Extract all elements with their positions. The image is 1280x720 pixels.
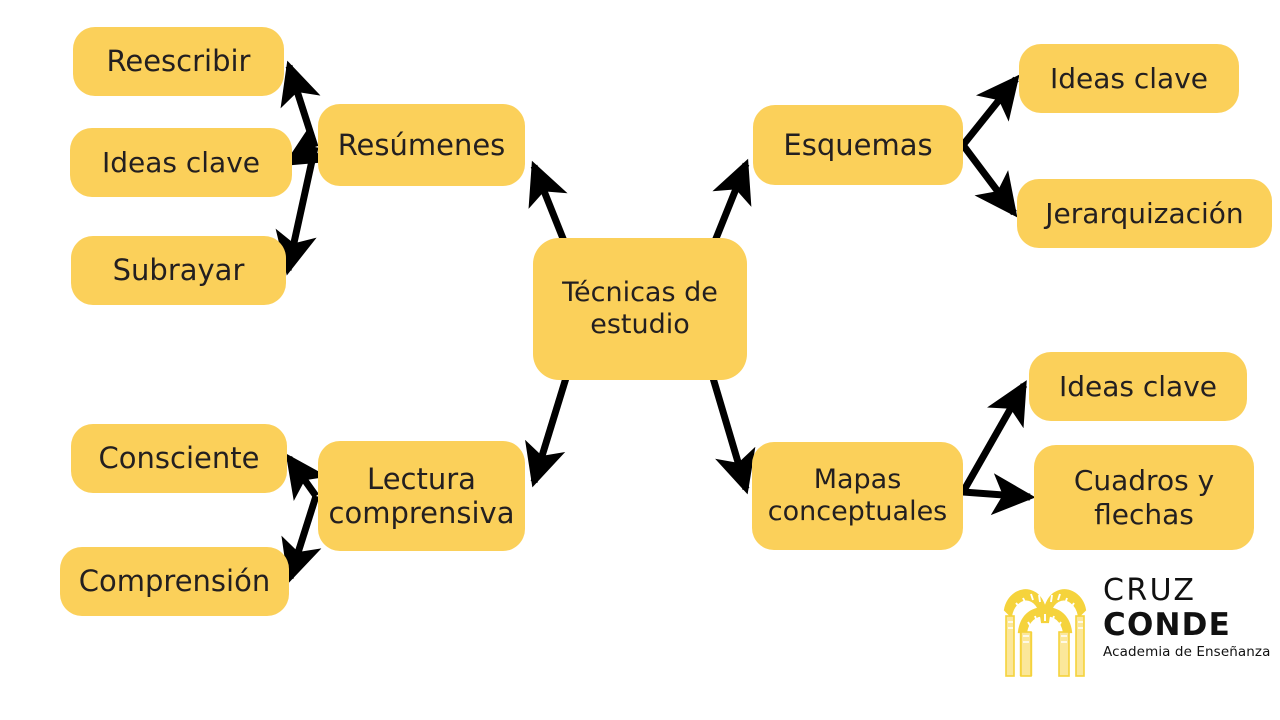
node-center[interactable]: Técnicas de estudio [533,238,747,380]
edge-resumenes-reescribir [280,60,321,149]
edge-center-lectura [525,376,570,488]
node-resumenes[interactable]: Resúmenes [318,104,525,186]
node-subrayar[interactable]: Subrayar [71,236,286,305]
edge-resumenes-subrayar [275,146,319,276]
logo-wordmark: CRUZ CONDE Academia de Enseñanza [1103,573,1271,682]
node-mapas-conceptuales[interactable]: Mapas conceptuales [752,442,963,550]
node-consciente[interactable]: Consciente [71,424,287,493]
logo-line-cruz: CRUZ [1103,573,1197,608]
edge-resumenes-ideasclave [283,125,332,167]
node-ideas-clave-resumenes[interactable]: Ideas clave [70,128,292,197]
logo-line-conde: CONDE [1103,607,1231,643]
node-jerarquizacion[interactable]: Jerarquización [1017,179,1272,248]
node-ideas-clave-esquemas[interactable]: Ideas clave [1019,44,1239,113]
edge-mapas-ideasclave [959,380,1028,494]
node-comprension[interactable]: Comprensión [60,547,289,616]
node-lectura-comprensiva[interactable]: Lectura comprensiva [318,441,525,551]
edge-center-resumenes [528,160,570,248]
node-esquemas[interactable]: Esquemas [753,105,963,185]
edge-mapas-cuadros [962,473,1036,516]
edge-center-mapas [709,377,756,495]
node-cuadros-y-flechas[interactable]: Cuadros y flechas [1034,445,1254,550]
edge-center-esquemas [709,158,752,248]
mezquita-arch-icon [1003,589,1087,677]
edge-lectura-consciente [285,453,329,501]
edge-esquemas-jerarquizacion [960,142,1018,218]
node-reescribir[interactable]: Reescribir [73,27,284,96]
edge-lectura-comprension [281,494,322,584]
logo-tagline: Academia de Enseñanza [1103,644,1271,660]
edge-esquemas-ideasclave [960,74,1020,148]
node-ideas-clave-mapas[interactable]: Ideas clave [1029,352,1247,421]
brand-logo: CRUZ CONDE Academia de Enseñanza [995,572,1271,684]
